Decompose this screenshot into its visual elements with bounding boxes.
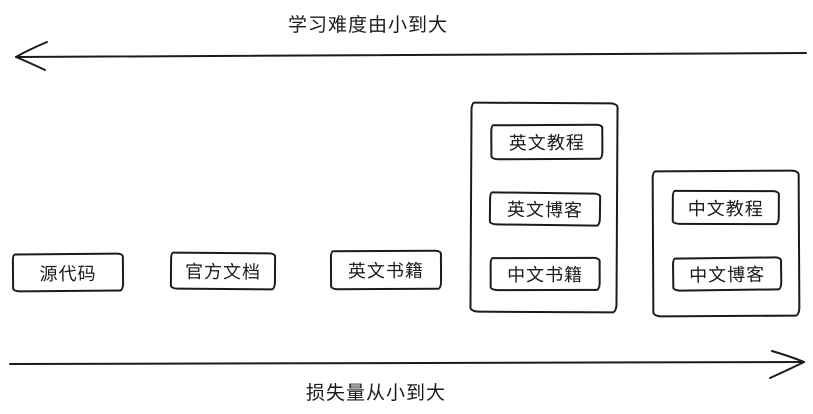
- group-middle: 英文教程 英文博客 中文书籍: [469, 101, 619, 314]
- node-english-books-label: 英文书籍: [347, 260, 425, 282]
- node-chinese-tutorials-label: 中文教程: [687, 198, 764, 219]
- node-source-code-label: 源代码: [39, 263, 97, 284]
- node-english-tutorials: 英文教程: [490, 123, 604, 161]
- node-source-code: 源代码: [11, 252, 125, 293]
- node-english-books: 英文书籍: [329, 249, 443, 291]
- node-chinese-books-label: 中文书籍: [507, 264, 584, 286]
- difficulty-arrow-left-icon: [15, 41, 807, 71]
- node-chinese-books: 中文书籍: [489, 256, 601, 292]
- loss-arrow-right-icon: [9, 350, 805, 379]
- node-official-docs-label: 官方文档: [184, 261, 262, 283]
- node-chinese-tutorials: 中文教程: [671, 189, 780, 226]
- node-official-docs: 官方文档: [169, 251, 277, 291]
- group-right: 中文教程 中文博客: [651, 169, 801, 318]
- node-chinese-blogs: 中文博客: [671, 256, 783, 292]
- loss-axis-label: 损失量从小到大: [305, 383, 446, 404]
- difficulty-axis-label: 学习难度由小到大: [288, 15, 449, 36]
- node-english-tutorials-label: 英文教程: [508, 132, 585, 154]
- node-chinese-blogs-label: 中文博客: [689, 264, 766, 286]
- node-english-blogs: 英文博客: [488, 191, 602, 227]
- node-english-blogs-label: 英文博客: [506, 199, 584, 221]
